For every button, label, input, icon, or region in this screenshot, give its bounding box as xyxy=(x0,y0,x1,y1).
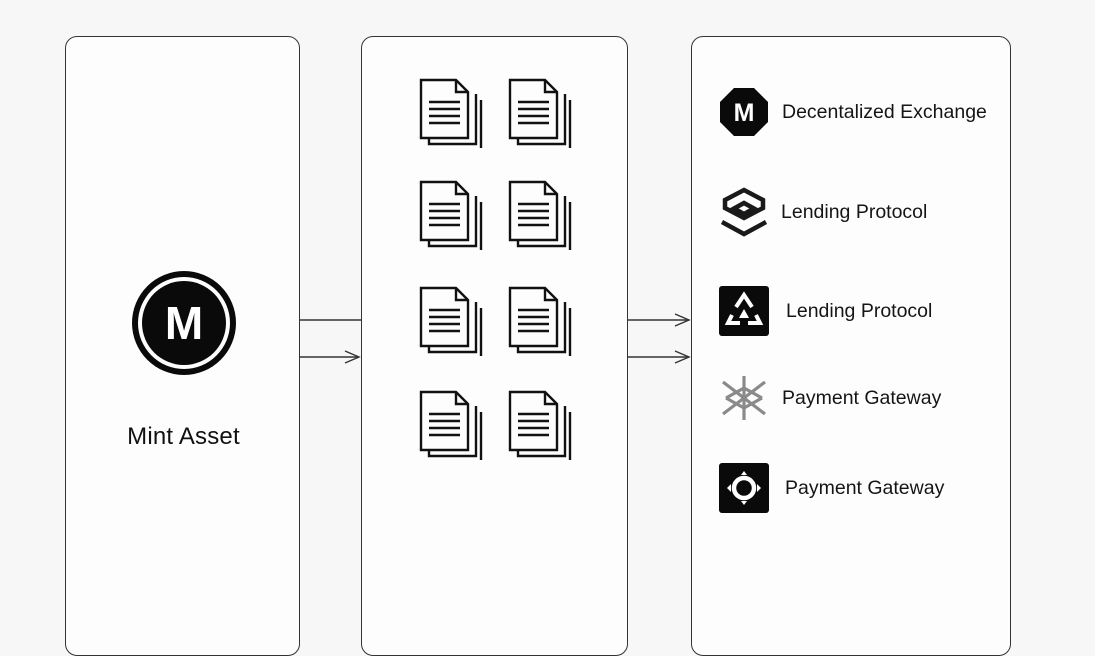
document-stack-icon xyxy=(419,180,483,250)
destination-item[interactable]: Payment Gateway xyxy=(718,372,941,424)
document-stack-icon xyxy=(508,180,572,250)
arrowhead-icon xyxy=(344,350,361,364)
destination-label: Payment Gateway xyxy=(785,476,945,499)
octagon-m-icon: M xyxy=(720,88,768,136)
arrowhead-icon xyxy=(674,313,691,327)
mint-asset-panel: M Mint Asset xyxy=(65,36,300,656)
document-stack-icon xyxy=(508,286,572,356)
document-stack-icon xyxy=(508,78,572,148)
compass-ring-icon xyxy=(719,463,769,513)
mint-m-circle-icon: M xyxy=(132,271,236,375)
hexagon-layers-icon xyxy=(720,187,768,237)
mint-asset-label: Mint Asset xyxy=(127,423,240,450)
destination-label: Lending Protocol xyxy=(781,200,928,223)
destination-item[interactable]: M Decentalized Exchange xyxy=(718,86,987,138)
destinations-panel xyxy=(691,36,1011,656)
document-stack-icon xyxy=(419,78,483,148)
asterisk-star-icon xyxy=(722,376,766,420)
destination-label: Lending Protocol xyxy=(786,299,933,322)
destination-item[interactable]: Lending Protocol xyxy=(718,186,927,238)
documents-panel xyxy=(361,36,628,656)
document-stack-icon xyxy=(508,390,572,460)
destination-label: Decentalized Exchange xyxy=(782,100,987,123)
arrowhead-icon xyxy=(674,350,691,364)
document-stack-icon xyxy=(419,286,483,356)
destination-item[interactable]: Payment Gateway xyxy=(718,462,944,514)
triangle-recycle-icon xyxy=(719,286,769,336)
document-stack-icon xyxy=(419,390,483,460)
octagon-letter: M xyxy=(734,99,755,127)
destination-item[interactable]: Lending Protocol xyxy=(718,285,932,337)
destination-label: Payment Gateway xyxy=(782,386,942,409)
mint-logo-letter: M xyxy=(165,297,203,349)
